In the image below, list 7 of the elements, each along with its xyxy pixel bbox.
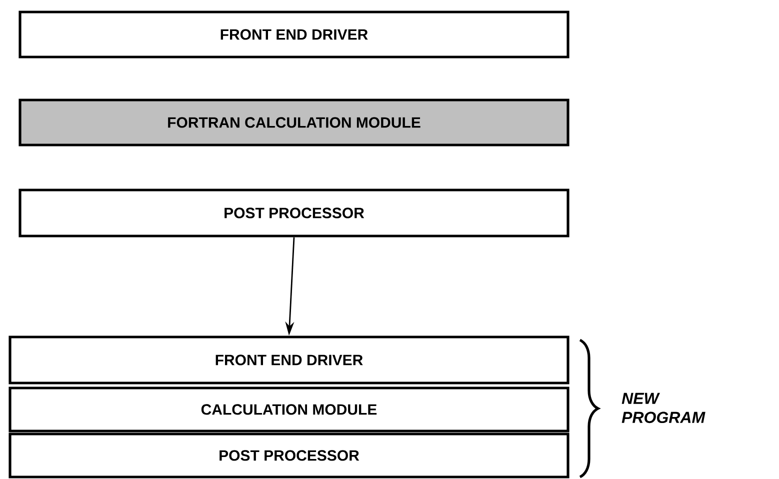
program-layer-box: FRONT END DRIVER xyxy=(8,336,570,384)
program-layer-box: CALCULATION MODULE xyxy=(8,386,570,432)
module-box: POST PROCESSOR xyxy=(18,188,570,238)
module-box: FRONT END DRIVER xyxy=(18,10,570,58)
group-label: NEW PROGRAM xyxy=(622,392,706,424)
program-layer-box: POST PROCESSOR xyxy=(8,432,570,478)
module-box: FORTRAN CALCULATION MODULE xyxy=(18,98,570,146)
